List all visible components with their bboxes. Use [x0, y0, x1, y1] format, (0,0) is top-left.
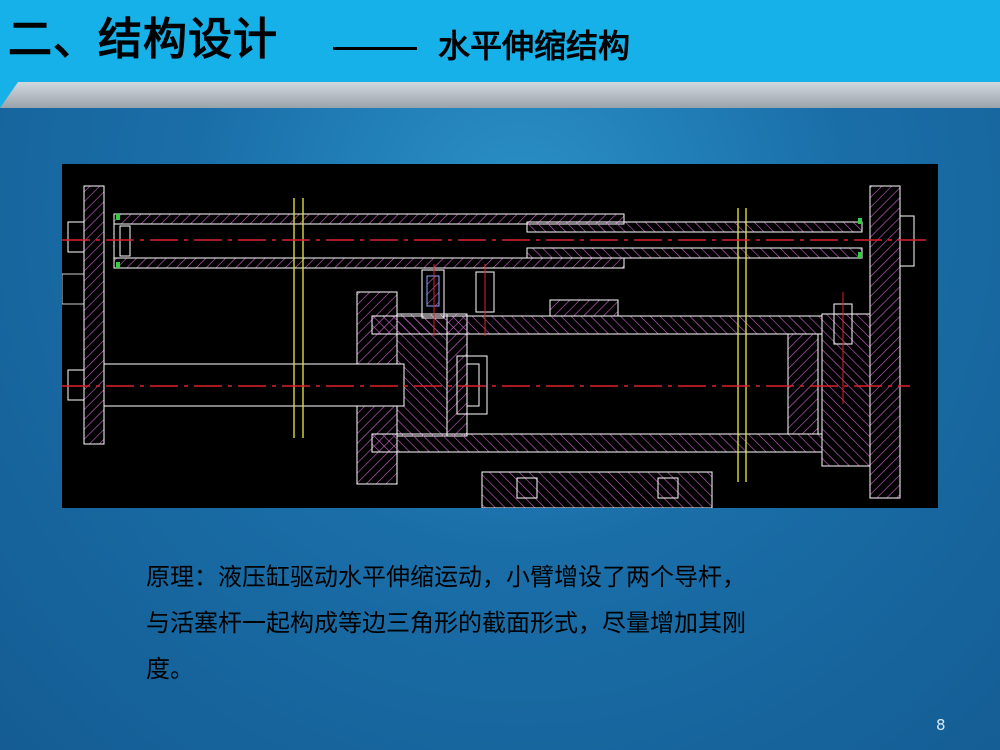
left-bolt-bottom: [67, 369, 85, 401]
principle-line-1: 原理：液压缸驱动水平伸缩运动，小臂增设了两个导杆，: [146, 563, 746, 591]
upper-sleeve-bottom: [526, 247, 863, 259]
right-end-plate: [869, 185, 901, 499]
left-end-plate: [83, 185, 105, 445]
cylinder-barrel-top: [371, 315, 823, 335]
cylinder-barrel-bottom: [371, 433, 823, 453]
principle-line-3: 度。: [146, 655, 194, 683]
header-band-wedge: [0, 82, 18, 108]
header-gray-band: [0, 82, 1000, 108]
title-separator-dash: [333, 47, 417, 50]
marker-right-bottom: [858, 252, 862, 258]
piston-nut: [456, 355, 488, 415]
slide-title: 二、结构设计: [8, 14, 278, 65]
page-number: 8: [936, 716, 946, 734]
principle-text: 原理：液压缸驱动水平伸缩运动，小臂增设了两个导杆， 与活塞杆一起构成等边三角形的…: [146, 554, 866, 692]
header-bar: 二、结构设计 水平伸缩结构: [0, 0, 1000, 82]
right-bolt: [899, 215, 915, 267]
marker-right-top: [858, 218, 862, 224]
oil-port-left: [421, 269, 445, 319]
marker-left-top: [116, 214, 120, 220]
cad-drawing: [62, 164, 938, 508]
piston-rod: [103, 363, 405, 407]
cylinder-end-cap: [787, 333, 819, 435]
cad-drawing-svg: [62, 185, 928, 508]
left-fitting: [62, 273, 85, 305]
upper-guide-rod-top: [113, 213, 625, 225]
upper-sleeve-top: [526, 221, 863, 233]
marker-left-bottom: [116, 262, 120, 268]
slide-subtitle: 水平伸缩结构: [438, 27, 631, 65]
upper-guide-rod-bottom: [113, 257, 625, 269]
left-bolt-top: [67, 221, 85, 253]
principle-line-2: 与活塞杆一起构成等边三角形的截面形式，尽量增加其刚: [146, 609, 746, 637]
